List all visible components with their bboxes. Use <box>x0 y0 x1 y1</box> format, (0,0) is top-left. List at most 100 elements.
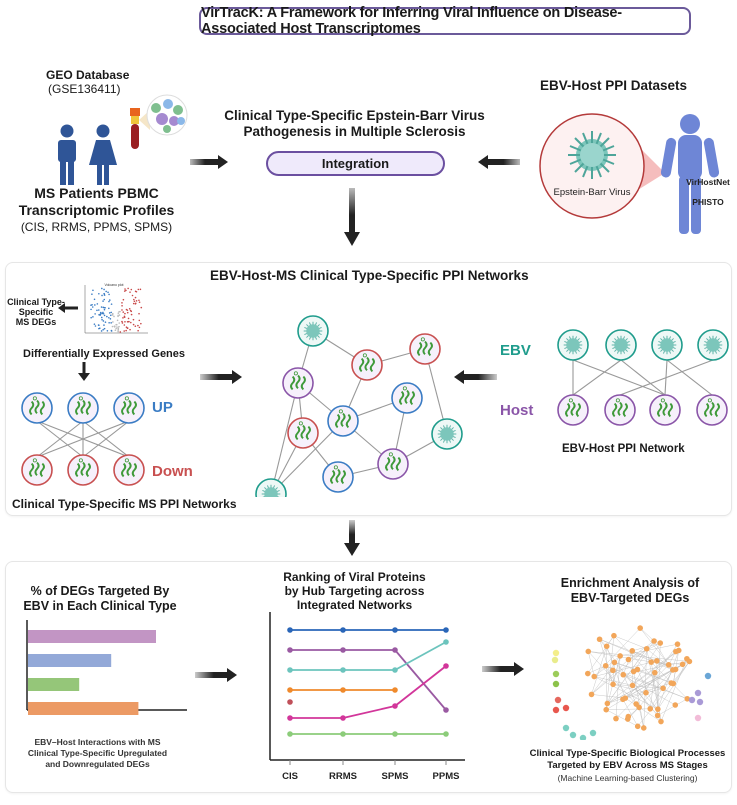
enrichment-node <box>684 695 691 702</box>
up-gene-node <box>322 461 354 493</box>
ebv-node <box>651 329 683 361</box>
volcano-point <box>125 329 127 332</box>
enrichment-node <box>611 659 618 666</box>
arrow-left-icon <box>478 155 520 169</box>
volcano-point <box>103 327 106 330</box>
enrichment-node <box>610 667 616 674</box>
up-gene-node <box>327 405 359 437</box>
x-tick-label-spms: SPMS <box>382 771 409 782</box>
volcano-point <box>108 300 110 303</box>
pathogenesis-line2: Pathogenesis in Multiple Sclerosis <box>243 124 466 139</box>
enrichment-node <box>654 658 660 664</box>
ms-ppi-caption: Clinical Type-Specific MS PPI Networks <box>12 497 237 511</box>
enrichment-node <box>634 666 641 673</box>
network-edge <box>620 359 666 396</box>
arrow-right-icon-2 <box>200 370 242 384</box>
volcano-point <box>103 298 106 301</box>
bar-chart <box>26 620 187 715</box>
volcano-point <box>138 301 141 303</box>
volcano-point <box>115 327 117 330</box>
enrichment-edge <box>623 674 688 699</box>
arrow-right-icon-4 <box>482 662 524 676</box>
enrichment-node <box>670 680 677 687</box>
small-arrow-left-icon <box>58 303 78 313</box>
enrichment-edge <box>673 661 690 684</box>
series-magenta-segment <box>394 665 447 707</box>
enrichment-node <box>604 700 611 707</box>
volcano-point <box>139 288 142 291</box>
network-edge <box>619 359 714 396</box>
up-gene-node <box>21 392 53 424</box>
enrichment-node <box>610 681 616 688</box>
enrichment-node <box>633 701 639 707</box>
volcano-point <box>100 306 103 308</box>
enrichment-node <box>675 647 682 654</box>
enrichment-cluster-node <box>552 670 560 678</box>
virus-icon <box>568 131 616 179</box>
series-red-point <box>287 699 293 705</box>
ebv-label: EBV <box>500 342 531 359</box>
volcano-point <box>106 315 108 318</box>
enrichment-edge <box>613 635 647 649</box>
up-gene-node <box>67 392 99 424</box>
volcano-point <box>92 289 94 292</box>
enrichment-edge <box>628 640 655 660</box>
volcano-point <box>100 330 103 332</box>
volcano-point <box>102 328 104 331</box>
volcano-point <box>92 316 94 318</box>
network-edge <box>666 359 713 396</box>
down-gene-node <box>67 454 99 486</box>
ms-degs-line3: MS DEGs <box>15 317 57 327</box>
enrichment-cluster-node <box>562 704 570 712</box>
volcano-point <box>111 325 114 328</box>
bar-1 <box>28 630 156 643</box>
enrichment-edge <box>591 694 626 699</box>
ms-degs-line1: Clinical Type- <box>7 297 65 307</box>
enrichment-cluster-node <box>562 724 570 732</box>
enrichment-node <box>637 625 643 631</box>
series-green-point <box>392 731 398 737</box>
bar-title-line1: % of DEGs Targeted By <box>30 584 170 598</box>
volcano-point <box>137 324 139 327</box>
volcano-point <box>118 325 120 328</box>
enrichment-edge <box>613 684 647 693</box>
arrow-right-icon-3 <box>195 668 237 682</box>
volcano-point <box>116 319 119 322</box>
enrichment-edge <box>605 665 676 706</box>
volcano-point <box>117 329 119 332</box>
network-edge <box>36 420 130 458</box>
volcano-point <box>132 318 135 321</box>
virus-label: Epstein-Barr Virus <box>554 187 631 198</box>
volcano-point <box>135 300 138 302</box>
enrichment-title-line2: EBV-Targeted DEGs <box>570 591 690 605</box>
down-gene-node <box>21 454 53 486</box>
degs-caption: Differentially Expressed Genes <box>23 348 186 360</box>
enrichment-title: Enrichment Analysis of EBV-Targeted DEGs <box>545 576 715 606</box>
geo-database-label: GEO Database <box>46 68 130 82</box>
enrichment-node <box>588 691 595 698</box>
enrichment-edge <box>623 674 637 705</box>
ms-degs-label: Clinical Type- Specific MS DEGs <box>6 297 66 327</box>
volcano-point <box>101 287 103 290</box>
patients-title: MS Patients PBMC Transcriptomic Profiles <box>14 185 179 219</box>
rank-title-line2: by Hub Targeting across <box>284 584 425 598</box>
volcano-point <box>91 293 93 295</box>
enrichment-edge <box>637 661 690 727</box>
enrichment-node <box>591 673 598 680</box>
volcano-point <box>130 310 133 313</box>
volcano-point <box>97 309 100 311</box>
enrichment-node <box>647 705 654 712</box>
series-blue-point <box>392 627 398 633</box>
volcano-point <box>121 320 123 323</box>
host-node <box>377 448 409 480</box>
series-magenta-point <box>392 703 398 709</box>
volcano-point <box>129 291 131 293</box>
volcano-point <box>103 306 105 309</box>
volcano-point <box>93 323 96 325</box>
enrichment-edge <box>633 640 655 672</box>
volcano-point <box>138 312 140 315</box>
female-figure-icon <box>89 124 117 185</box>
volcano-point <box>98 292 100 295</box>
volcano-point <box>133 298 135 301</box>
series-magenta-point <box>287 715 293 721</box>
